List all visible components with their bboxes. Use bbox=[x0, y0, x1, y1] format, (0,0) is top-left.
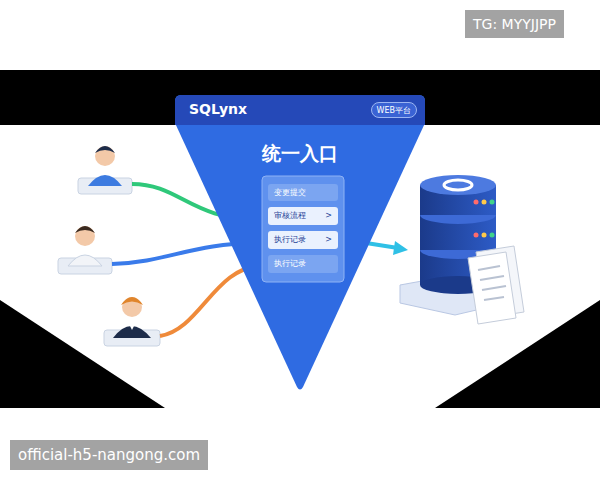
arrow-head bbox=[393, 241, 408, 255]
person-icon bbox=[58, 226, 112, 274]
menu-label: 审核流程 bbox=[274, 211, 306, 221]
person-icon bbox=[78, 146, 132, 194]
menu-label: 变更提交 bbox=[274, 188, 306, 198]
brand-name: SQLynx bbox=[189, 101, 247, 117]
watermark-url: official-h5-nangong.com bbox=[10, 440, 208, 470]
menu-label: 执行记录 bbox=[274, 259, 306, 269]
menu-item: 执行记录 > bbox=[268, 231, 338, 249]
menu-item: 变更提交 bbox=[268, 184, 338, 201]
menu-label: 执行记录 bbox=[274, 235, 306, 245]
header-bar: SQLynx WEB平台 bbox=[175, 95, 425, 125]
person-icon bbox=[104, 297, 160, 346]
funnel-panel: 统一入口 SQLynx WEB平台变更提交审核流程 > 执行记录 > 执行记录 bbox=[175, 95, 425, 390]
platform-pill: WEB平台 bbox=[371, 102, 417, 118]
chevron: > bbox=[325, 235, 332, 245]
platform-tag: WEB平台 bbox=[377, 104, 411, 118]
menu-item: 执行记录 bbox=[268, 255, 338, 273]
funnel-title: 统一入口 bbox=[175, 141, 425, 167]
dark-band bbox=[0, 70, 600, 408]
chevron: > bbox=[325, 211, 332, 221]
document-icon bbox=[468, 246, 524, 324]
watermark: TG: MYYJJPP bbox=[465, 10, 564, 38]
menu-item: 审核流程 > bbox=[268, 207, 338, 225]
